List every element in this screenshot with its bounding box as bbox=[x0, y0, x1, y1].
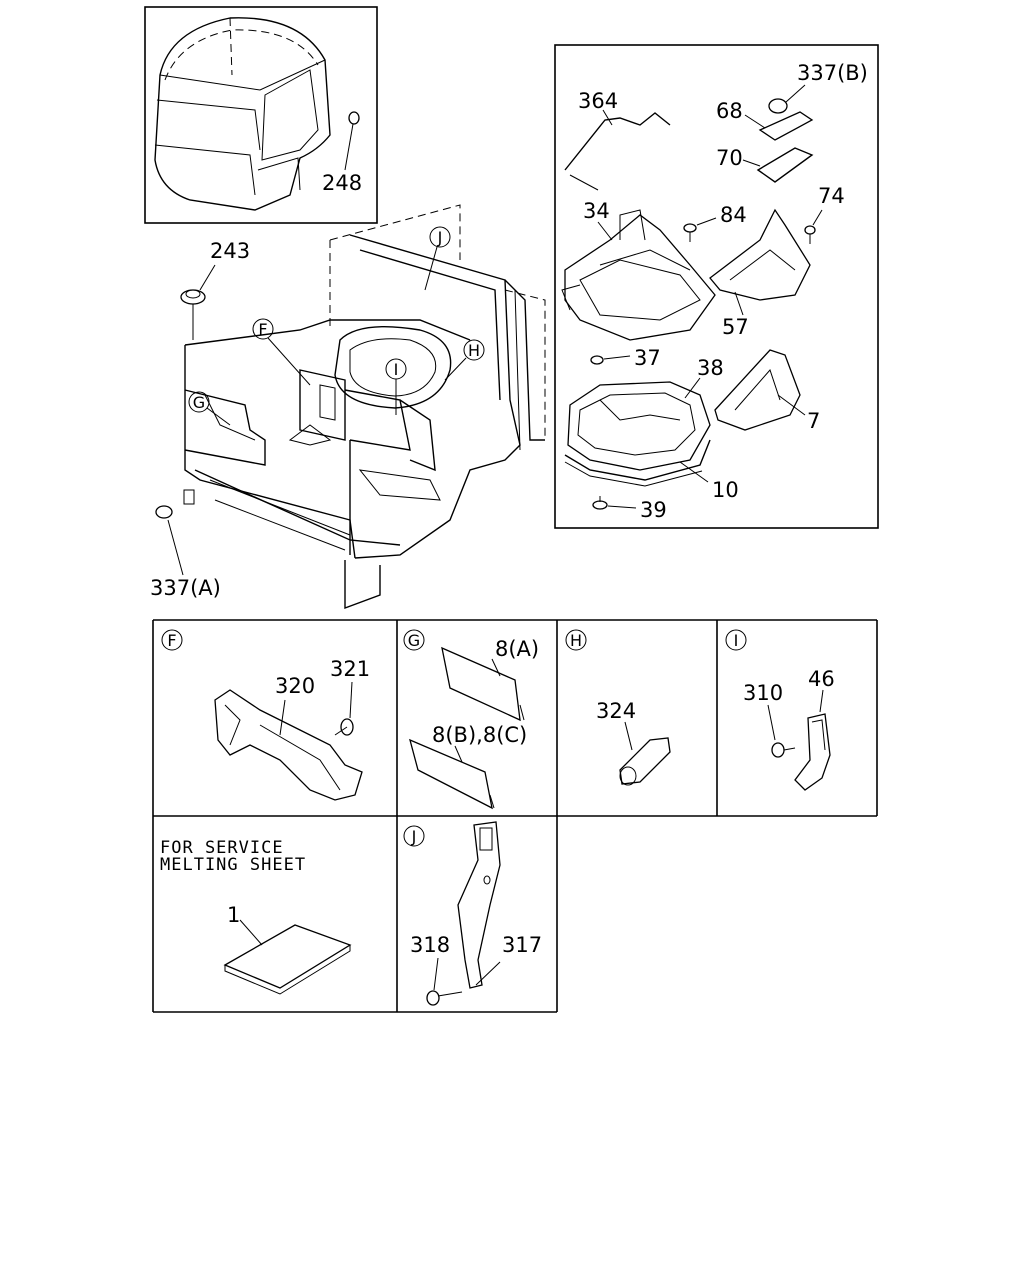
svg-text:G: G bbox=[193, 393, 205, 412]
label-337b: 337(B) bbox=[797, 61, 868, 85]
svg-text:I: I bbox=[394, 360, 399, 379]
svg-text:J: J bbox=[437, 228, 443, 247]
svg-text:F: F bbox=[167, 631, 176, 650]
part-337b-shape bbox=[768, 98, 788, 114]
label-70: 70 bbox=[716, 146, 743, 170]
svg-text:F: F bbox=[258, 320, 267, 339]
detail-g: G 8(A) 8(B),8(C) bbox=[403, 629, 539, 810]
label-321: 321 bbox=[330, 657, 370, 681]
detail-f: F 320 321 bbox=[161, 629, 370, 801]
svg-text:J: J bbox=[411, 827, 417, 846]
part-337a-shape bbox=[155, 505, 173, 519]
label-320: 320 bbox=[275, 674, 315, 698]
label-34: 34 bbox=[583, 199, 610, 223]
cab-inset: 248 bbox=[144, 6, 378, 224]
label-57: 57 bbox=[722, 315, 749, 339]
detail-i: I 310 46 bbox=[725, 629, 835, 791]
label-1: 1 bbox=[227, 903, 240, 927]
callout-h-main: H bbox=[444, 339, 485, 381]
service-note-line2: MELTING SHEET bbox=[160, 855, 306, 875]
label-317: 317 bbox=[502, 933, 542, 957]
detail-j: J 318 317 bbox=[403, 821, 542, 1006]
label-337a: 337(A) bbox=[150, 576, 221, 600]
detail-h: H 324 bbox=[565, 629, 671, 786]
label-38: 38 bbox=[697, 356, 724, 380]
callout-f-main: F bbox=[252, 318, 311, 386]
label-68: 68 bbox=[716, 99, 743, 123]
service-note-line1: FOR SERVICE bbox=[160, 838, 284, 858]
callout-j-main: J bbox=[424, 226, 451, 291]
part-248-shape bbox=[348, 111, 360, 125]
svg-text:H: H bbox=[468, 341, 480, 360]
label-8a: 8(A) bbox=[495, 637, 539, 661]
callout-i-main: I bbox=[385, 358, 407, 415]
label-8bc: 8(B),8(C) bbox=[432, 723, 527, 747]
svg-text:H: H bbox=[570, 631, 582, 650]
label-74: 74 bbox=[818, 184, 845, 208]
detail-grid bbox=[152, 619, 878, 1013]
detail-service-sheet: FOR SERVICE MELTING SHEET 1 bbox=[160, 838, 352, 995]
part-243-shape bbox=[180, 289, 206, 305]
floor-assembly: 243 337(A) J F H I G bbox=[150, 204, 546, 610]
label-7: 7 bbox=[807, 409, 820, 433]
svg-text:G: G bbox=[408, 631, 420, 650]
callout-g-main: G bbox=[188, 391, 231, 426]
svg-text:I: I bbox=[734, 631, 739, 650]
label-84: 84 bbox=[720, 203, 747, 227]
console-inset: 364 337(B) 68 70 34 84 57 bbox=[554, 44, 879, 529]
label-10: 10 bbox=[712, 478, 739, 502]
label-46: 46 bbox=[808, 667, 835, 691]
label-39: 39 bbox=[640, 498, 667, 522]
label-364: 364 bbox=[578, 89, 618, 113]
label-37: 37 bbox=[634, 346, 661, 370]
label-318: 318 bbox=[410, 933, 450, 957]
label-243: 243 bbox=[210, 239, 250, 263]
label-310: 310 bbox=[743, 681, 783, 705]
label-248: 248 bbox=[322, 171, 362, 195]
label-324: 324 bbox=[596, 699, 636, 723]
